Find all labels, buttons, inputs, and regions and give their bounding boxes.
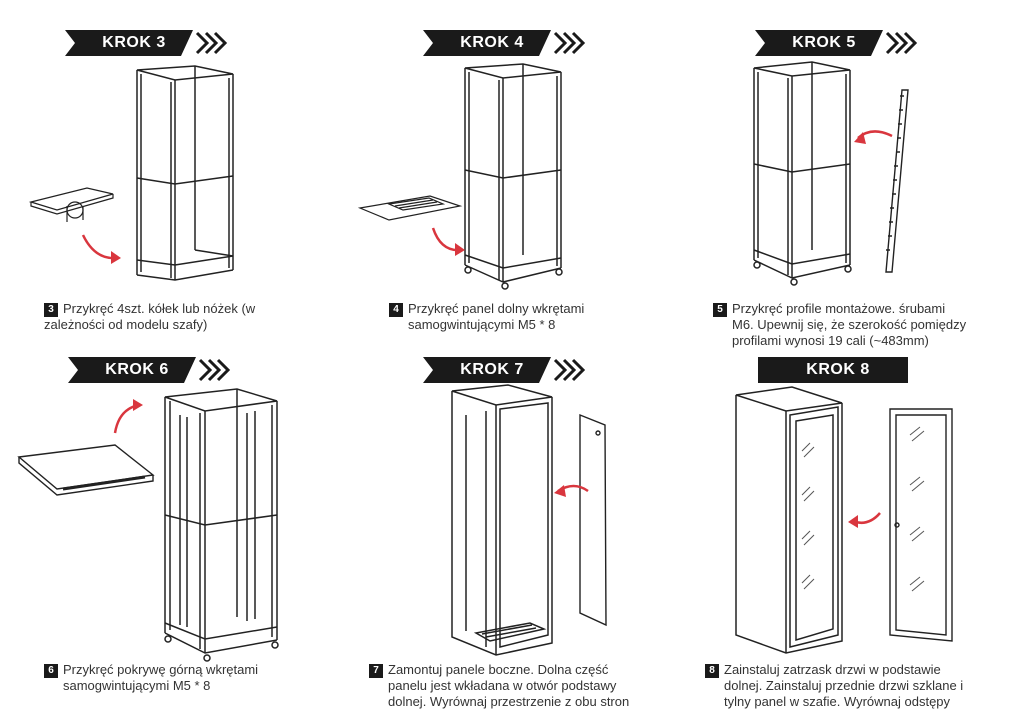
step-5-illustration [753,61,909,286]
step-6-illustration [17,388,279,662]
chevrons-icon [885,31,918,55]
step-3-banner: KROK 3 [65,30,229,56]
step-8-caption: 8 Zainstaluj zatrzask drzwi w podstawie d… [705,662,1005,710]
step-6-number: 6 [44,664,58,678]
step-6-caption: 6 Przykręć pokrywę górną wkrętami samogwi… [44,662,304,694]
step-8-caption-line-3: tylny panel w szafie. Wyrównaj odstępy [724,694,951,709]
step-7-banner: KROK 7 [423,357,587,383]
step-5-caption: 5 Przykręć profile montażowe. śrubami M6.… [713,301,1003,349]
chevrons-icon [198,358,231,382]
step-6-banner-label: KROK 6 [68,357,196,383]
step-4-banner-label: KROK 4 [423,30,551,56]
step-8-caption-line-2: dolnej. Zainstaluj przednie drzwi szklan… [724,678,964,693]
step-7-caption-line-3: dolnej. Wyrównaj przestrzenie z obu stro… [388,694,630,709]
step-5-caption-line-2: M6. Upewnij się, że szerokość pomiędzy [732,317,967,332]
step-8-caption-line-1: Zainstaluj zatrzask drzwi w podstawie [724,662,941,677]
step-5-banner: KROK 5 [755,30,919,56]
step-6-caption-line-2: samogwintującymi M5 * 8 [63,678,211,693]
step-7-caption-line-2: panelu jest wkładana w otwór podstawy [388,678,617,693]
step-3-caption-line-2: zależności od modelu szafy) [44,317,208,332]
step-6-banner: KROK 6 [68,357,232,383]
step-5-number: 5 [713,303,727,317]
step-7-number: 7 [369,664,383,678]
step-7-illustration [451,384,607,656]
step-5-caption-line-1: Przykręć profile montażowe. śrubami [732,301,946,316]
step-7-banner-label: KROK 7 [423,357,551,383]
step-7-caption-line-1: Zamontuj panele boczne. Dolna część [388,662,609,677]
step-3-caption-line-1: Przykręć 4szt. kółek lub nóżek (w [63,301,256,316]
step-4-caption: 4 Przykręć panel dolny wkrętami samogwint… [389,301,649,333]
step-8-illustration [735,386,953,654]
step-5-banner-label: KROK 5 [755,30,883,56]
chevrons-icon [553,358,586,382]
step-4-illustration [357,63,563,290]
step-4-banner: KROK 4 [423,30,587,56]
step-3-caption: 3 Przykręć 4szt. kółek lub nóżek (w zależ… [44,301,294,333]
chevrons-icon [553,31,586,55]
step-3-number: 3 [44,303,58,317]
step-8-number: 8 [705,664,719,678]
step-6-caption-line-1: Przykręć pokrywę górną wkrętami [63,662,259,677]
chevrons-icon [195,31,228,55]
step-3-illustration [28,65,234,281]
step-8-banner-label: KROK 8 [758,357,908,383]
step-4-caption-line-2: samogwintującymi M5 * 8 [408,317,556,332]
step-8-banner: KROK 8 [758,357,908,383]
step-4-caption-line-1: Przykręć panel dolny wkrętami [408,301,585,316]
step-4-number: 4 [389,303,403,317]
step-7-caption: 7 Zamontuj panele boczne. Dolna część pan… [369,662,669,710]
step-3-banner-label: KROK 3 [65,30,193,56]
step-5-caption-line-3: profilami wynosi 19 cali (~483mm) [732,333,929,348]
